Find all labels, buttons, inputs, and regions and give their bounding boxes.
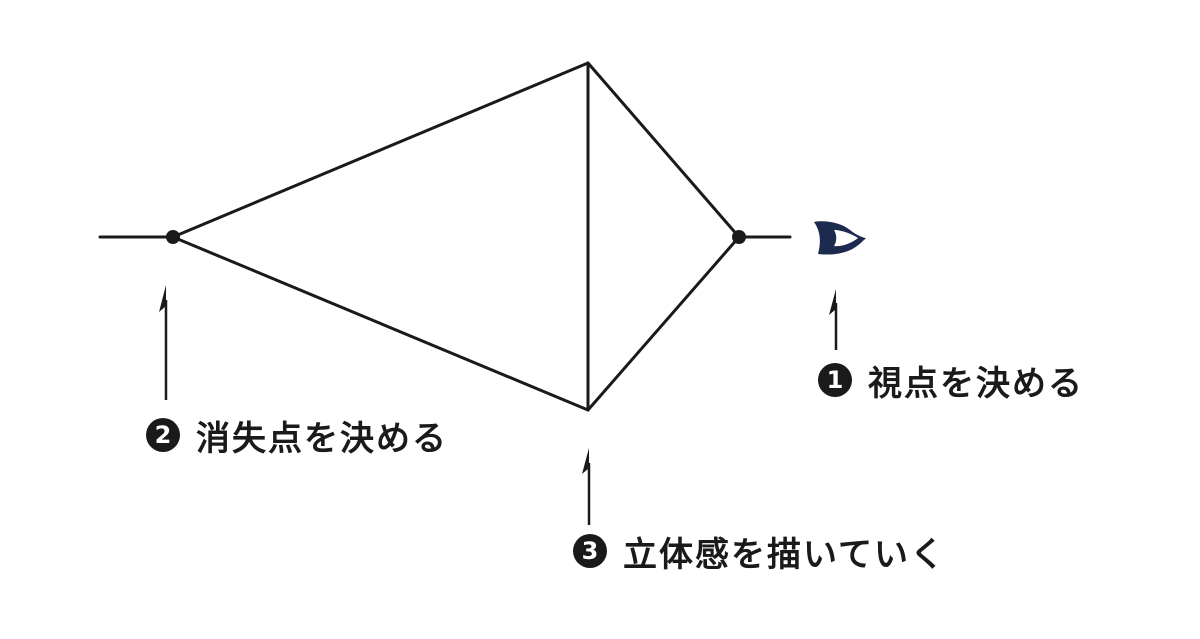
arrowhead-vanishing	[159, 285, 166, 312]
arrowhead-volume	[582, 448, 589, 474]
diagram-lines	[98, 61, 792, 412]
step-1-label: 1 視点を決める	[818, 355, 1084, 405]
callout-arrows	[164, 300, 838, 525]
arrowhead-viewpoint	[829, 289, 836, 315]
vanishing-point-dot	[166, 230, 180, 244]
ray-vanishing-to-bottom	[171, 235, 590, 412]
ray-top-to-viewpoint	[586, 61, 741, 239]
step-2-text: 消失点を決める	[196, 418, 448, 459]
step-1-number-badge: 1	[818, 363, 852, 397]
viewpoint-dot	[732, 230, 746, 244]
step-3-text: 立体感を描いていく	[623, 534, 946, 575]
callout-arrowheads	[159, 285, 836, 474]
ray-vanishing-to-top	[171, 61, 590, 239]
ray-bottom-to-viewpoint	[586, 235, 741, 412]
step-3-label: 3 立体感を描いていく	[573, 526, 946, 576]
step-1-text: 視点を決める	[868, 363, 1084, 404]
step-2-number-badge: 2	[146, 418, 180, 452]
eye-icon	[814, 221, 866, 255]
step-3-number-badge: 3	[573, 534, 607, 568]
step-2-label: 2 消失点を決める	[146, 410, 448, 460]
